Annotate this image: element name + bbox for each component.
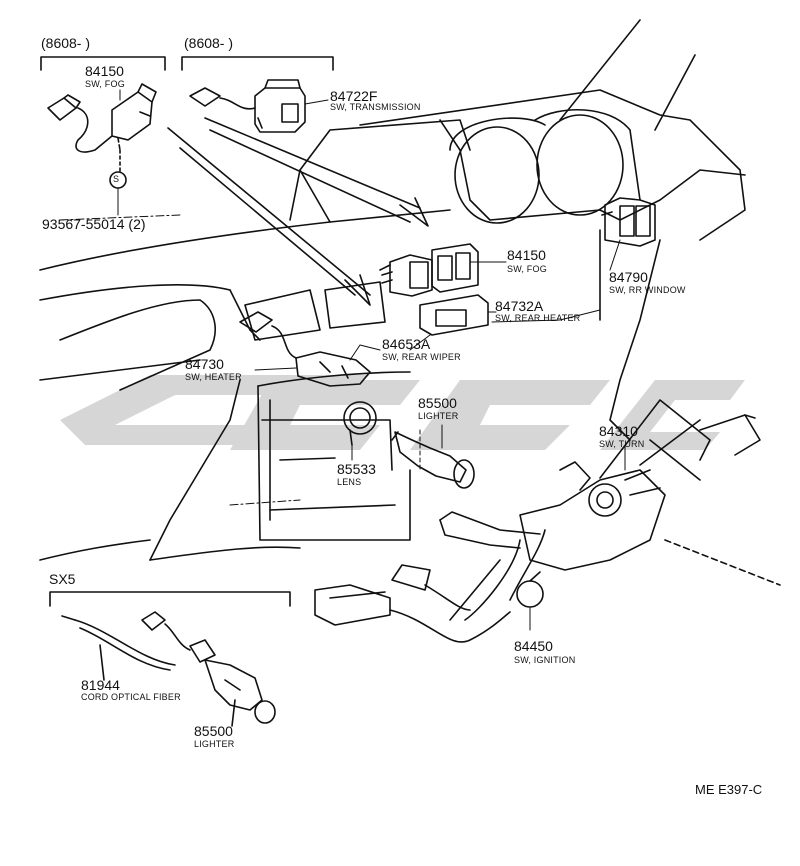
part-name-optical-cord: CORD OPTICAL FIBER — [81, 692, 181, 702]
line-art — [39, 19, 781, 727]
part-name-lighter-main: LIGHTER — [418, 411, 459, 421]
part-number-84310: 84310 — [599, 423, 638, 439]
part-name-transmission: SW, TRANSMISSION — [330, 102, 421, 112]
part-number-93567: 93567-55014 (2) — [42, 216, 146, 232]
part-number-81944: 81944 — [81, 677, 120, 693]
part-number-84730: 84730 — [185, 356, 224, 372]
part-number-84722f: 84722F — [330, 88, 378, 104]
part-name-rear-wiper: SW, REAR WIPER — [382, 352, 461, 362]
part-number-84732a: 84732A — [495, 298, 544, 314]
group-bracket-sx5 — [49, 591, 291, 607]
part-name-fog-dash: SW, FOG — [507, 264, 547, 274]
part-number-84653a: 84653A — [382, 336, 431, 352]
part-number-85500-main: 85500 — [418, 395, 457, 411]
part-number-84790: 84790 — [609, 269, 648, 285]
group-header-sx5: SX5 — [49, 571, 76, 587]
part-name-ignition: SW, IGNITION — [514, 655, 576, 665]
part-name-fog-top: SW, FOG — [85, 79, 125, 89]
part-name-turn: SW, TURN — [599, 439, 645, 449]
group-bracket-2 — [181, 56, 334, 71]
part-number-85500-sx5: 85500 — [194, 723, 233, 739]
group-bracket-1 — [40, 56, 166, 71]
group-header-2: (8608- ) — [184, 35, 234, 51]
part-number-84150-top: 84150 — [85, 63, 124, 79]
watermark-logo — [60, 375, 745, 450]
part-name-heater: SW, HEATER — [185, 372, 242, 382]
group-header-1: (8608- ) — [41, 35, 91, 51]
part-name-lighter-sx5: LIGHTER — [194, 739, 235, 749]
screw-symbol: S — [113, 174, 120, 184]
part-name-rear-heater: SW, REAR HEATER — [495, 313, 581, 323]
part-name-rr-window: SW, RR WINDOW — [609, 285, 686, 295]
part-name-lens: LENS — [337, 477, 362, 487]
drawing-code: ME E397-C — [695, 782, 763, 797]
part-number-84450: 84450 — [514, 638, 553, 654]
part-number-85533: 85533 — [337, 461, 376, 477]
part-number-84150-dash: 84150 — [507, 247, 546, 263]
